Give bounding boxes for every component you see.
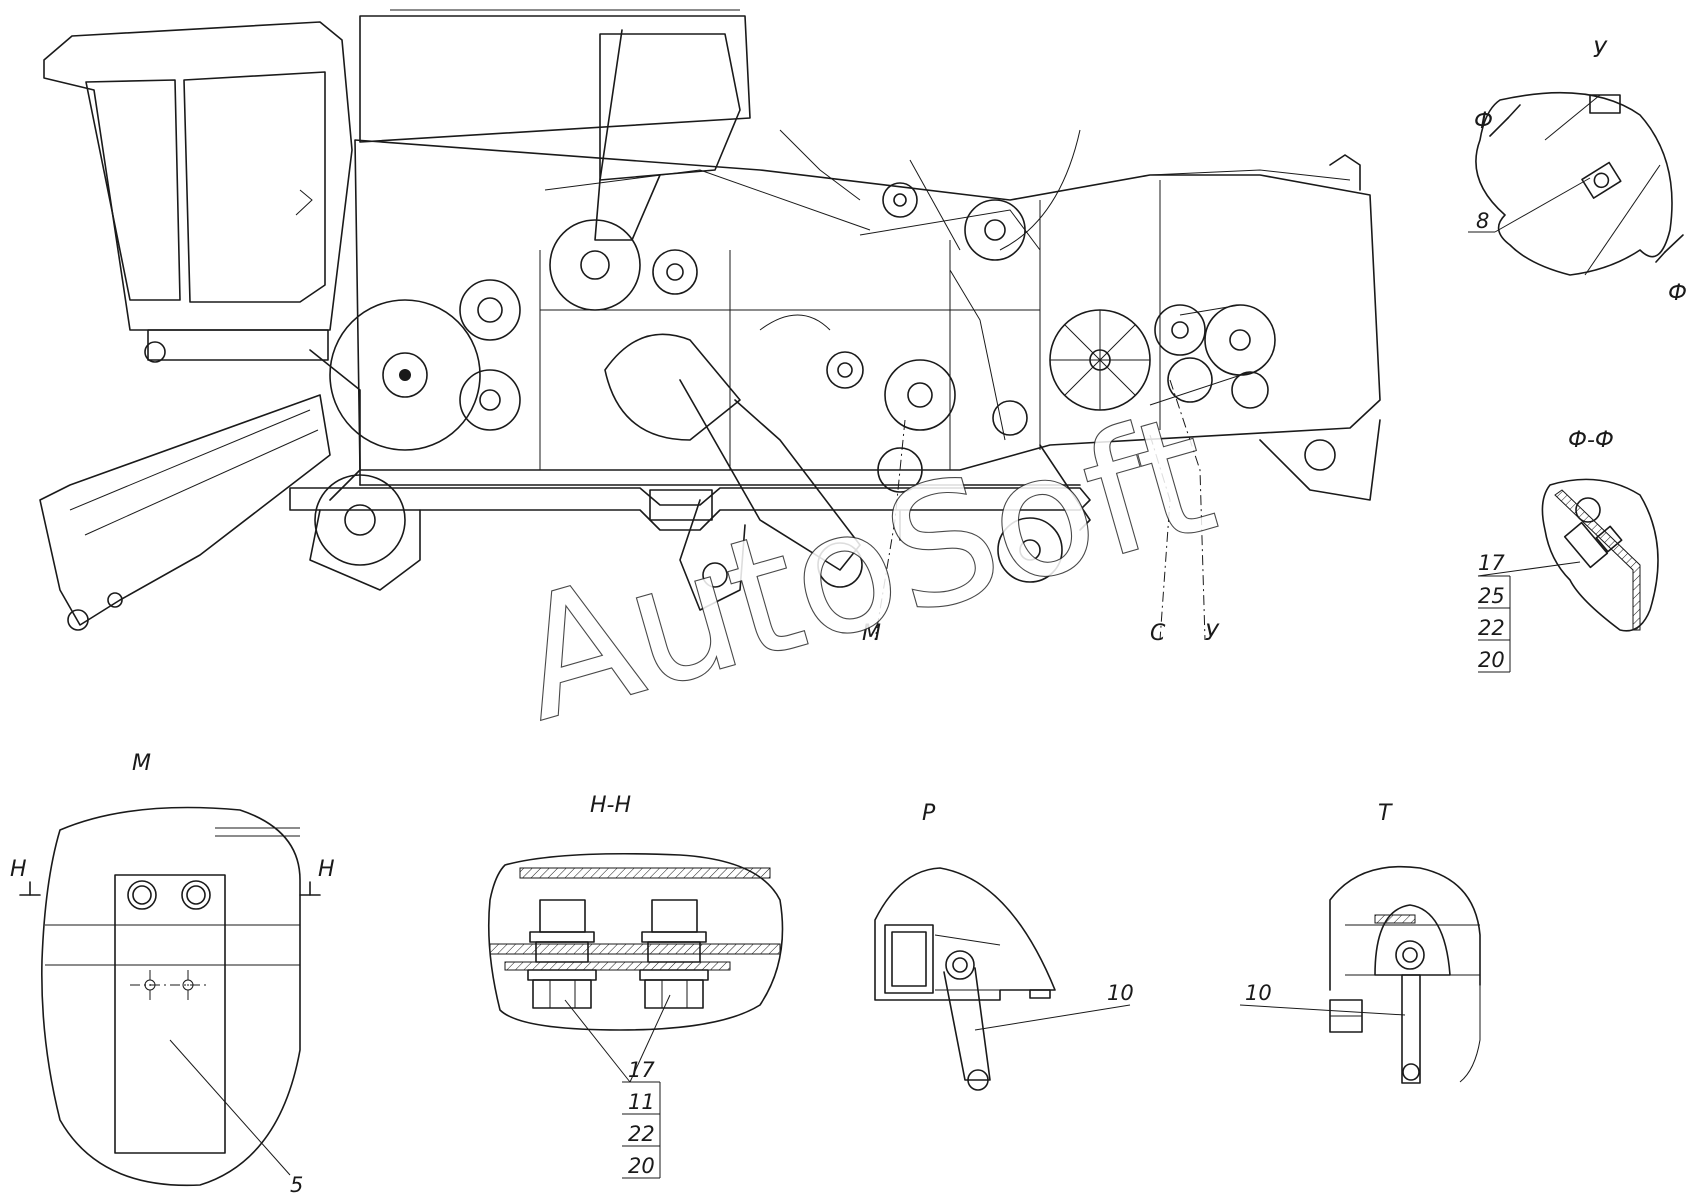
view-nn-title: Н-Н [590,793,631,818]
view-u-callout-8: 8 [1476,209,1489,233]
section-mark-u: У [1205,621,1220,646]
view-nn-callout-22: 22 [628,1122,655,1146]
bolt-left [527,899,597,1009]
belts-and-arms [544,129,1251,611]
watermark: AutoSoft [498,378,1232,758]
view-t-detail: Т 10 [1239,801,1481,1084]
view-u-cut-mark-top: Ф [1474,109,1493,134]
cab-outline [43,21,353,363]
view-m-detail: М Н Н 5 [10,751,335,1197]
view-ff-callout-17: 17 [1478,551,1505,575]
view-u-title: У [1593,38,1608,63]
view-m-cut-mark-left: Н [10,857,27,882]
view-r-callout-10: 10 [1107,981,1134,1005]
body-frame [354,139,1381,531]
view-nn-section: Н-Н 17 11 22 [487,793,784,1179]
view-u-cut-mark-bottom: Ф [1668,281,1687,306]
view-t-title: Т [1378,801,1393,826]
view-m-callout-5: 5 [290,1173,303,1197]
view-ff-section: Ф-Ф 17 25 22 20 [1477,428,1659,673]
bolt-right [639,899,709,1009]
section-mark-m: М [862,621,881,646]
view-nn-callout-20: 20 [628,1154,655,1178]
view-r-detail: Р 10 [874,801,1134,1091]
view-t-callout-10: 10 [1245,981,1272,1005]
view-u-detail: У Ф Ф 8 [1468,38,1687,306]
view-nn-callout-11: 11 [628,1090,655,1114]
view-m-title: М [132,751,151,776]
section-mark-s: С [1150,621,1166,646]
feeder-housing [39,349,361,631]
view-ff-callout-22: 22 [1478,616,1505,640]
grain-tank [359,9,751,241]
view-ff-callout-20: 20 [1478,648,1505,672]
chassis-base [289,487,1091,591]
view-r-title: Р [922,801,936,826]
pulleys-and-wheels [314,182,1336,583]
view-ff-callout-25: 25 [1478,584,1505,608]
section-cut-lines [874,379,1206,641]
view-m-cut-mark-right: Н [318,857,335,882]
main-assembly-view: М С У [39,9,1381,646]
view-ff-title: Ф-Ф [1568,428,1614,453]
view-nn-callout-17: 17 [628,1058,655,1082]
